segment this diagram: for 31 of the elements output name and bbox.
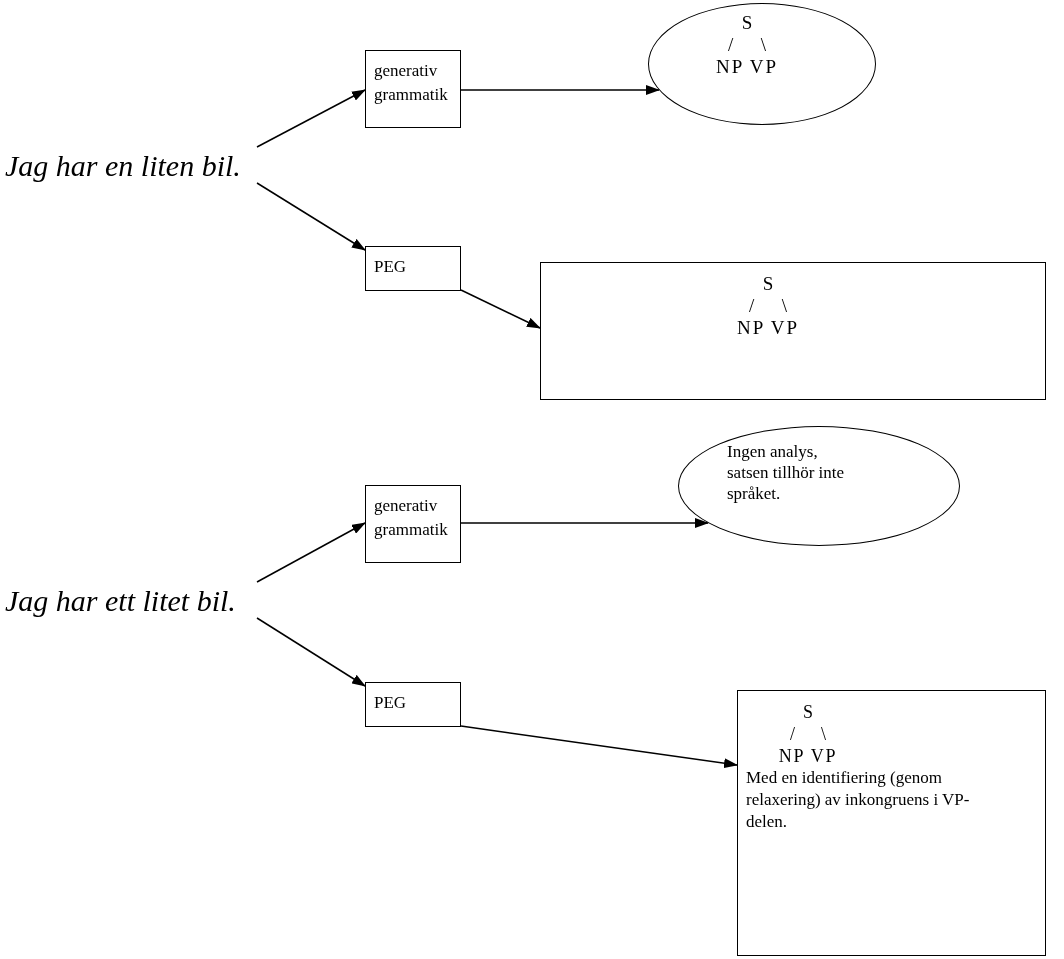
- tree-root-label: S: [762, 273, 774, 295]
- tree-branches: / \: [747, 295, 799, 317]
- process-box: [365, 682, 461, 727]
- box-label: generativ grammatik: [374, 60, 449, 106]
- result-box: [737, 690, 1046, 956]
- ellipse-label: Ingen analys, satsen tillhör inte språket.: [727, 441, 846, 504]
- arrow: [460, 85, 660, 95]
- sentence-text: Jag har en liten bil.: [5, 145, 257, 187]
- process-box: [365, 485, 461, 563]
- arrow: [256, 182, 366, 251]
- tree-branches: / \: [788, 723, 837, 745]
- process-box: [365, 246, 461, 291]
- box-label: PEG: [374, 256, 408, 278]
- sentence-text: Jag har ett litet bil.: [5, 580, 257, 622]
- process-box: [365, 50, 461, 128]
- tree-children-label: NP VP: [737, 317, 799, 339]
- arrow: [460, 289, 541, 329]
- tree-root-label: S: [741, 12, 753, 34]
- arrow: [256, 617, 366, 687]
- box-label: generativ grammatik: [374, 495, 449, 541]
- result-box: [540, 262, 1046, 400]
- note-text: Med en identifiering (genom relaxering) av inkongruens i VP-delen.: [746, 767, 971, 833]
- tree-children-label: NP VP: [716, 56, 778, 78]
- arrow: [256, 89, 366, 148]
- tree-branches: / \: [726, 34, 778, 56]
- arrow: [460, 518, 709, 528]
- tree-children-label: NP VP: [778, 745, 838, 767]
- arrow: [460, 725, 738, 769]
- arrow: [256, 522, 366, 583]
- tree-root-label: S: [803, 701, 813, 723]
- box-label: PEG: [374, 692, 408, 714]
